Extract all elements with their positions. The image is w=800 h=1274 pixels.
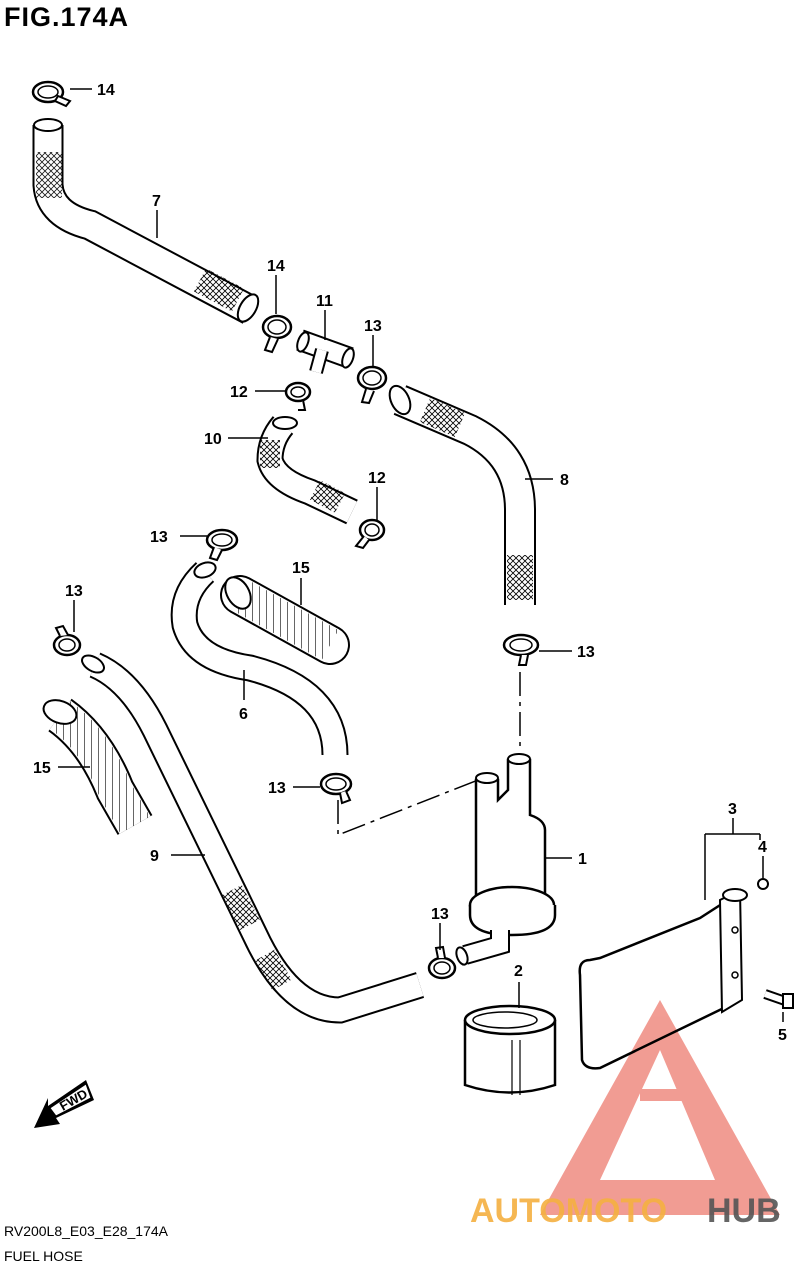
watermark-part2: HUB — [707, 1192, 781, 1230]
callout-8: 8 — [560, 472, 569, 489]
callout-15-lower: 15 — [33, 760, 51, 777]
callout-1: 1 — [578, 851, 587, 868]
callout-13-right: 13 — [577, 644, 595, 661]
callout-9: 9 — [150, 848, 159, 865]
clip-13-left — [52, 624, 82, 657]
callout-13-bottom: 13 — [431, 906, 449, 923]
figure-caption: FUEL HOSE — [4, 1248, 83, 1264]
clip-13-bottom — [427, 945, 457, 980]
hose-9 — [81, 652, 425, 1024]
callout-13-left-upper: 13 — [150, 529, 168, 546]
clip-14-top — [31, 80, 72, 108]
callout-3: 3 — [728, 801, 737, 818]
callout-14-top: 14 — [97, 82, 115, 99]
callout-labels: 14 7 14 11 13 12 10 12 8 13 15 13 13 6 1… — [33, 82, 787, 1044]
hose-7 — [32, 118, 260, 324]
callout-13-center: 13 — [268, 780, 286, 797]
callout-7: 7 — [152, 193, 161, 210]
clip-13-left-upper — [205, 528, 239, 562]
callout-5: 5 — [778, 1027, 787, 1044]
figure-title: FIG.174A — [4, 2, 130, 32]
bolt-5 — [763, 989, 794, 1009]
hose-6 — [170, 561, 349, 756]
t-joint-11 — [296, 329, 355, 374]
clip-12-upper — [284, 381, 312, 411]
watermark-text: AUTOMOTO HUB — [470, 1192, 781, 1230]
callout-13-upper: 13 — [364, 318, 382, 335]
clip-13-right — [502, 633, 540, 666]
watermark-logo — [540, 1000, 780, 1215]
callout-4: 4 — [758, 839, 767, 856]
clip-12-lower — [354, 518, 386, 550]
protector-15-lower — [42, 698, 153, 835]
assembly-line-center — [337, 779, 479, 837]
fuel-filter-1 — [455, 753, 557, 966]
hose-8 — [388, 384, 536, 605]
callout-14-middle: 14 — [267, 258, 285, 275]
callout-12-upper: 12 — [230, 384, 248, 401]
callout-6: 6 — [239, 706, 248, 723]
figure-code: RV200L8_E03_E28_174A — [4, 1223, 169, 1239]
clip-13-center — [319, 772, 353, 805]
callout-15-upper: 15 — [292, 560, 310, 577]
clip-14-middle — [261, 314, 293, 354]
leader-lines — [58, 88, 784, 1022]
callout-13-left: 13 — [65, 583, 83, 600]
bracket-3 — [578, 888, 748, 1070]
holder-2 — [463, 1004, 557, 1095]
callout-11: 11 — [316, 293, 333, 310]
hose-10 — [256, 416, 358, 525]
clip-13-upper — [356, 365, 388, 405]
callout-12-lower: 12 — [368, 470, 386, 487]
protector-15-upper — [220, 575, 350, 665]
callout-10: 10 — [204, 431, 222, 448]
bolt-4 — [757, 878, 769, 890]
watermark-part1: AUTOMOTO — [470, 1192, 667, 1230]
fwd-arrow: FWD — [34, 1080, 94, 1128]
callout-2: 2 — [514, 963, 523, 980]
